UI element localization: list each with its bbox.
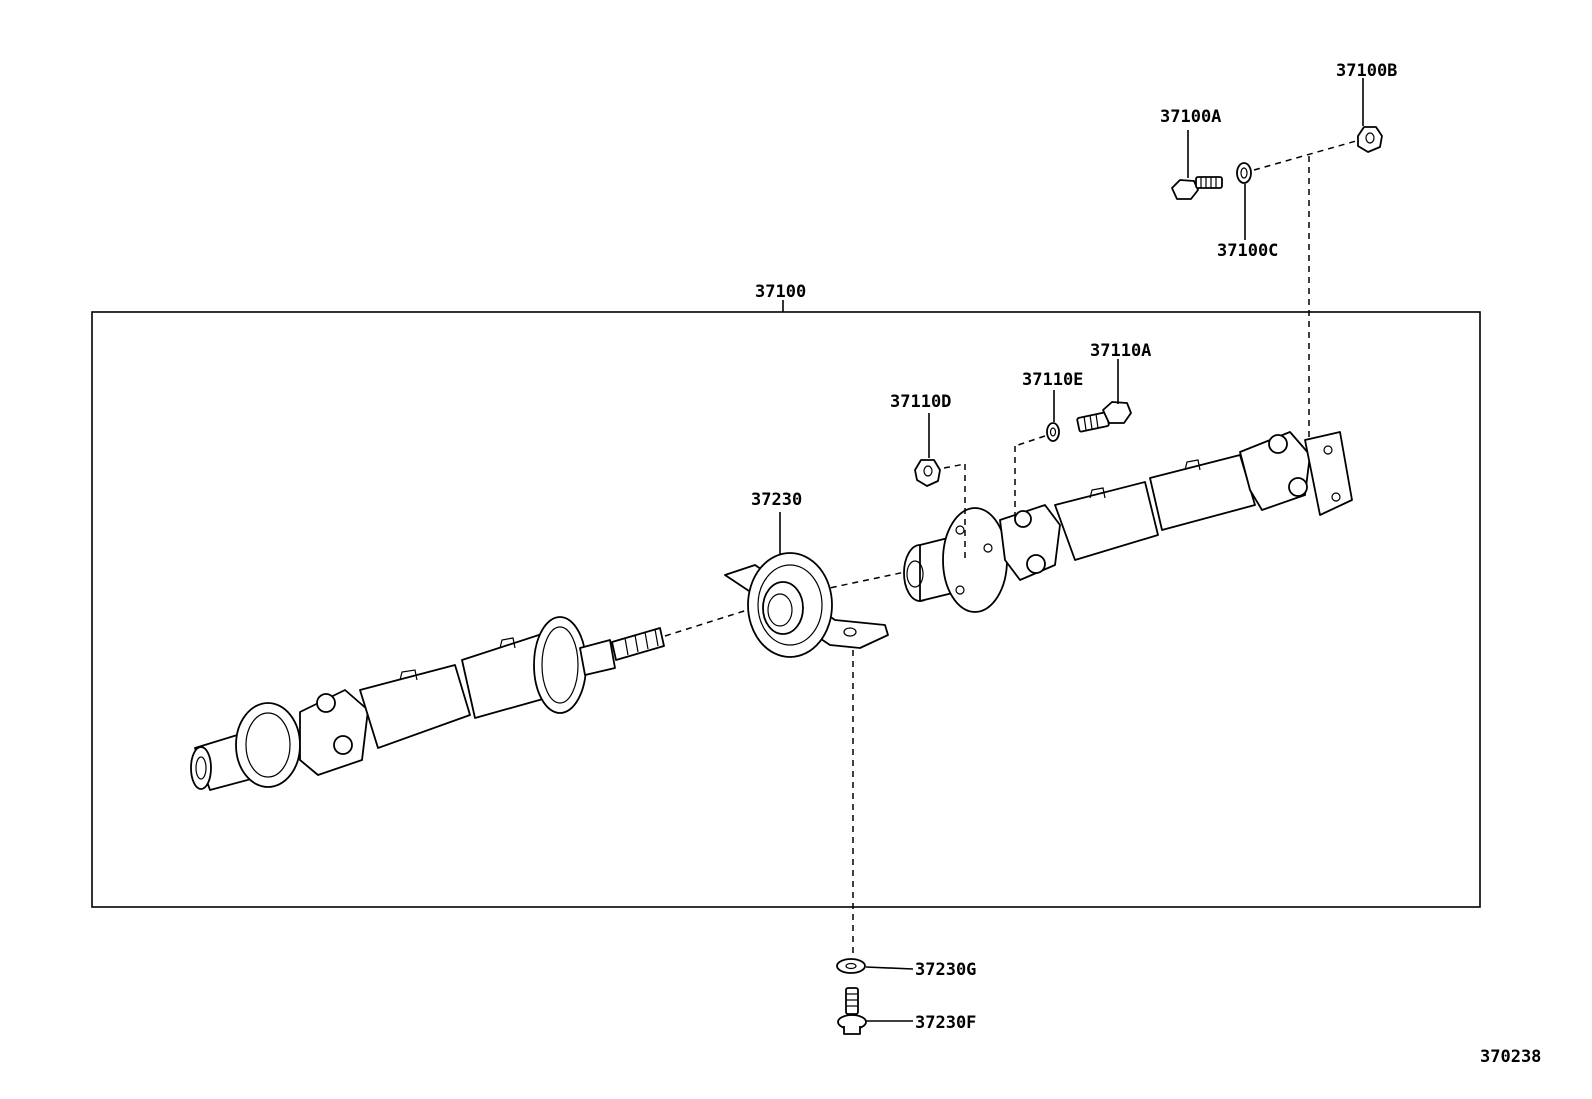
label-37100A: 37100A: [1160, 107, 1221, 127]
label-37100: 37100: [755, 282, 806, 302]
figure-code: 370238: [1480, 1047, 1541, 1067]
washer-37230G-icon: [836, 958, 866, 974]
center-bearing-37230-icon: [724, 552, 889, 658]
label-37230F: 37230F: [915, 1013, 976, 1033]
nut-37110D-icon: [914, 459, 941, 487]
label-37110E: 37110E: [1022, 370, 1083, 390]
label-37230G: 37230G: [915, 960, 976, 980]
nut-37100B-icon: [1357, 126, 1383, 153]
washer-37110E-icon: [1046, 422, 1060, 442]
label-37230: 37230: [751, 490, 802, 510]
bolt-37100A-icon: [1171, 176, 1223, 200]
label-37100C: 37100C: [1217, 241, 1278, 261]
label-37110D: 37110D: [890, 392, 951, 412]
label-37100B: 37100B: [1336, 61, 1397, 81]
label-37110A: 37110A: [1090, 341, 1151, 361]
front-shaft-icon: [190, 616, 665, 791]
washer-37100C-icon: [1236, 162, 1252, 184]
rear-shaft-icon: [903, 431, 1353, 613]
assembly-frame: [91, 311, 1481, 908]
bolt-37230F-icon: [837, 987, 867, 1035]
bolt-37110A-icon: [1076, 401, 1132, 433]
